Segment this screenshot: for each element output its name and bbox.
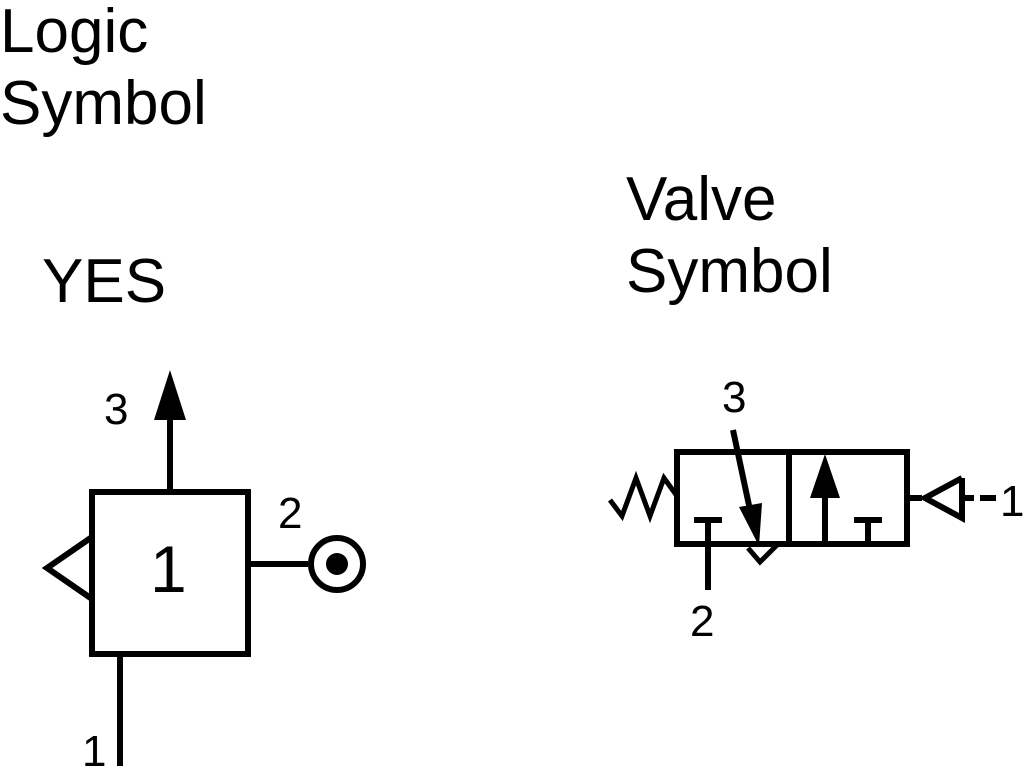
valve-port-1-label: 1 <box>1000 477 1024 526</box>
pilot-triangle-icon <box>918 475 965 524</box>
output-arrow-head <box>154 370 186 420</box>
logic-port-1-label: 1 <box>82 727 106 766</box>
exhaust-arrow-head <box>739 503 762 546</box>
exhaust-arrow-shaft <box>730 429 753 511</box>
spring-icon <box>608 470 680 524</box>
yes-gate-block-number: 1 <box>150 532 187 606</box>
valve-heading-line2: Symbol <box>626 237 833 306</box>
yes-gate-label: YES <box>42 247 166 316</box>
logic-heading-line2: Symbol <box>0 69 207 138</box>
yes-gate-block <box>89 489 251 657</box>
exhaust-arrow-tail <box>746 542 780 566</box>
output-arrow-icon <box>154 370 186 492</box>
supply-flow-arrow-icon <box>810 454 840 544</box>
indicator-dot-icon <box>326 553 348 575</box>
valve-port-3-label: 3 <box>722 373 746 422</box>
valve-port-2-label: 2 <box>690 597 714 646</box>
exhaust-flow-arrow-icon <box>730 429 780 566</box>
logic-heading-line1: Logic <box>0 0 148 66</box>
input-triangle-icon <box>41 534 94 602</box>
blocked-port-right-icon <box>854 517 882 544</box>
logic-port-3-label: 3 <box>104 385 128 434</box>
supply-arrow-head <box>810 454 840 498</box>
logic-port-2-label: 2 <box>278 489 302 538</box>
valve-heading-line1: Valve <box>626 165 777 234</box>
valve-symbol-section: Valve Symbol 3 2 <box>608 165 1024 646</box>
blocked-port-left-icon <box>694 517 722 590</box>
logic-symbol-section: Logic Symbol YES 3 1 2 1 <box>0 0 366 766</box>
